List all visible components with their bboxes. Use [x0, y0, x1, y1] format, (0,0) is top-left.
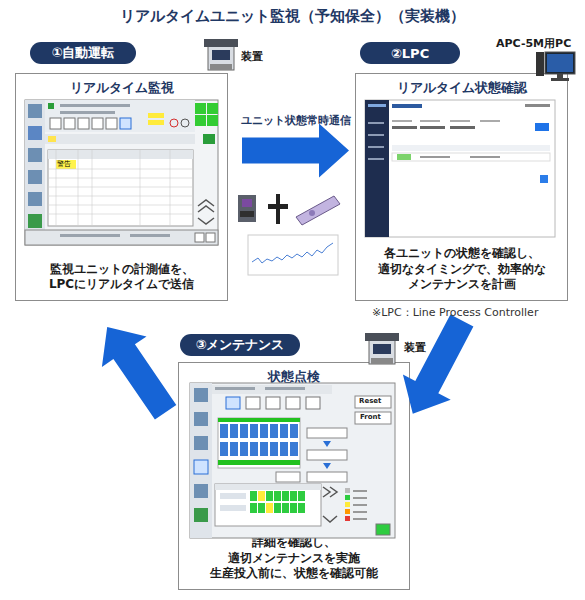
unit-parts-illustration-part — [276, 194, 280, 224]
machine-icon — [365, 333, 399, 364]
trend-graph-part — [252, 243, 333, 263]
screen-button-text: Reset — [359, 397, 381, 405]
machine-icon-part — [210, 64, 232, 70]
panel-heading: リアルタイム監視 — [16, 79, 227, 97]
step-pill: ③メンテナンス — [180, 334, 300, 356]
panel-heading: リアルタイム状態確認 — [356, 79, 567, 97]
device-label: 装置 — [241, 50, 263, 63]
unit-parts-illustration — [238, 194, 340, 225]
trend-graph — [248, 235, 338, 275]
panel-heading: 状態点検 — [179, 368, 409, 386]
panel-box: 状態点検詳細を確認し、 適切メンテナンスを実施 生産投入前に、状態を確認可能 — [178, 362, 410, 590]
unit-parts-illustration-part — [240, 211, 254, 217]
machine-icon-part — [212, 50, 230, 60]
trend-graph-part — [248, 235, 338, 275]
machine-icon-part — [365, 333, 399, 341]
block-arrow — [102, 327, 176, 420]
footnote: ※LPC：Line Process Controller — [372, 306, 538, 319]
pc-icon-part — [545, 52, 575, 74]
unit-parts-illustration-part — [296, 196, 340, 225]
block-arrow — [242, 124, 349, 178]
step-label: ①自動運転 — [51, 44, 114, 62]
machine-icon-part — [369, 339, 395, 364]
panel-box: リアルタイム状態確認各ユニットの状態を確認し、 適切なタイミングで、効率的な メ… — [355, 73, 568, 301]
panel-description: 各ユニットの状態を確認し、 適切なタイミングで、効率的な メンテナンスを計画 — [366, 246, 557, 293]
step-pill: ①自動運転 — [30, 42, 136, 64]
step-label: ②LPC — [391, 46, 429, 61]
machine-icon-part — [204, 39, 238, 47]
panel-description: 詳細を確認し、 適切メンテナンスを実施 生産投入前に、状態を確認可能 — [189, 535, 399, 582]
unit-parts-illustration-part — [242, 199, 252, 207]
pc-label: APC-5M用PC — [496, 37, 571, 50]
panel-box: リアルタイム監視監視ユニットの計測値を、 LPCにリアルタイムで送信 — [15, 73, 228, 301]
pc-icon-part — [547, 54, 573, 72]
machine-icon-part — [208, 45, 234, 70]
diagram-title: リアルタイムユニット監視（予知保全）（実装機） — [0, 7, 585, 26]
block-arrow — [403, 314, 474, 413]
machine-icon-part — [373, 344, 391, 354]
machine-icon — [204, 39, 238, 70]
unit-parts-illustration-part — [238, 195, 256, 222]
unit-parts-illustration-part — [309, 210, 315, 216]
device-label: 装置 — [404, 341, 426, 354]
screen-button-text: Front — [360, 413, 381, 421]
unit-parts-illustration-part — [268, 204, 288, 209]
step-pill: ②LPC — [360, 42, 460, 64]
step-label: ③メンテナンス — [195, 336, 284, 354]
panel-description: 監視ユニットの計測値を、 LPCにリアルタイムで送信 — [26, 262, 217, 293]
connector-label: ユニット状態常時通信 — [216, 113, 376, 128]
screen-cell-text: 警告 — [57, 160, 71, 168]
